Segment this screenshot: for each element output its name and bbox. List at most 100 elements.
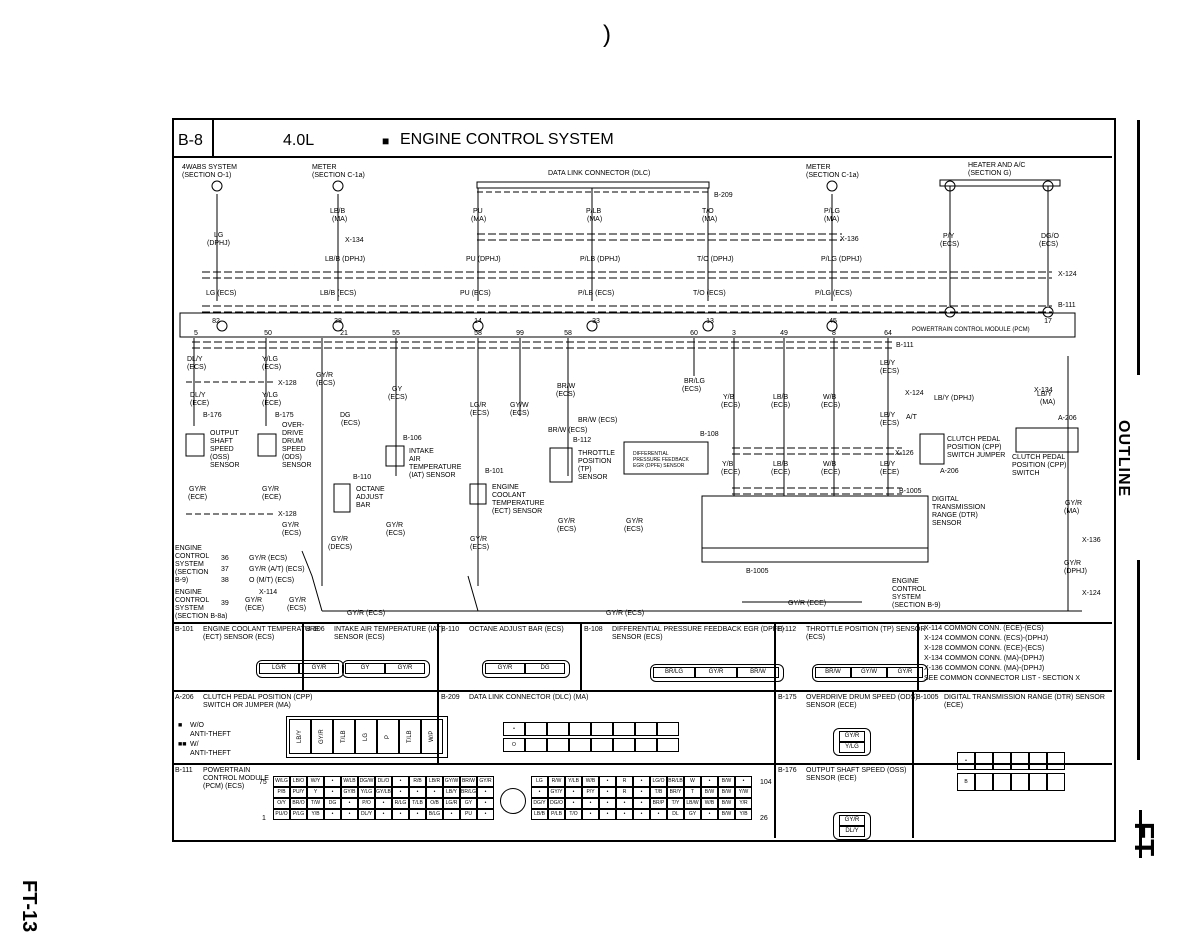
connector-pin: GY/R <box>839 731 865 742</box>
wire-label: X-136 <box>840 236 859 243</box>
wire-label: T/O <box>702 208 714 215</box>
pcm-pin-cell: • <box>409 787 426 798</box>
pcm-pin-cell: • <box>375 809 392 820</box>
wire-label: (ECS) <box>682 386 702 393</box>
panel-divider <box>912 690 914 838</box>
dlc-pin-cell <box>569 722 591 736</box>
wire-label: (ECS) <box>282 530 302 537</box>
wire-label: (ECS) <box>316 380 336 387</box>
source-meter-2-section: (SECTION C-1a) <box>806 172 859 179</box>
dtr-pin-cell <box>975 752 993 770</box>
pcm-pin-cell: R/LG <box>392 798 409 809</box>
wire-label: LB/B (DPHJ) <box>325 256 366 263</box>
pcm-pin-cell: • <box>392 787 409 798</box>
wire-label: (ECE) <box>821 469 841 476</box>
source-heater-section: (SECTION G) <box>968 170 1012 177</box>
wire-label: (ECS) <box>341 420 361 427</box>
connector-name: CLUTCH PEDAL POSITION (CPP) SWITCH OR JU… <box>203 694 313 709</box>
pcm-pin-cell: • <box>477 809 494 820</box>
wire-label: LG <box>214 232 224 239</box>
wire-label: PU (DPHJ) <box>466 256 501 263</box>
wire-label: X-136 <box>1082 537 1101 544</box>
dlc-pin-cell <box>591 722 613 736</box>
wire-label: B-106 <box>403 435 422 442</box>
pcm-pin-cell: B/LG <box>426 809 443 820</box>
pcm-pin-cell: • <box>531 787 548 798</box>
pcm-pin-cell: • <box>324 776 341 787</box>
wire-label: DL/Y <box>190 392 206 399</box>
pcm-pin-cell: P/B <box>273 787 290 798</box>
pcm-pin: 14 <box>474 318 482 325</box>
section-tab: FT <box>1129 822 1160 857</box>
connector-name: OCTANE ADJUST BAR (ECS) <box>469 626 564 633</box>
source-meter-section: (SECTION C-1a) <box>312 172 365 179</box>
ecs-wire-label: LG (ECS) <box>206 290 237 297</box>
dtr-pin-cell <box>1029 752 1047 770</box>
wire-label: LB/B <box>330 208 346 215</box>
wire-label: B-112 <box>573 437 592 444</box>
pcm-pin-cell: B/W <box>718 798 735 809</box>
wire-label: (ECS) <box>1039 241 1059 248</box>
wire-label: X-128 <box>278 380 297 387</box>
pcm-pin-cell: Y <box>307 787 324 798</box>
panel-divider <box>437 690 439 763</box>
wire-label: Y/LG <box>262 392 278 399</box>
pcm-pin: 99 <box>516 330 524 337</box>
pcm-pin-cell: • <box>477 787 494 798</box>
ground-wire-label: GY/R (ECS) <box>347 610 386 617</box>
pcm-pin-cell: Y/W <box>735 787 752 798</box>
pcm-pin-cell: GY <box>460 798 477 809</box>
dlc-pin-cell <box>657 738 679 752</box>
pcm-pin: 45 <box>829 318 837 325</box>
pcm-grid-number: 1 <box>262 815 266 822</box>
source-meter-2: METER <box>806 164 831 171</box>
pcm-pin-cell: Y/LB <box>565 776 582 787</box>
connector-pin: GY/R <box>299 663 339 674</box>
wire-label: P/LB <box>586 208 602 215</box>
pcm-pin-cell: P/LB <box>548 809 565 820</box>
pcm-pin: 8 <box>832 330 836 337</box>
connector-id: B-209 <box>441 694 460 701</box>
pcm-pin-cell: BR/LB <box>667 776 684 787</box>
connector-pin: GY/W <box>851 667 887 678</box>
wire-label: GY/W <box>510 402 529 409</box>
connector-pin: GY/R <box>385 663 425 674</box>
wire-label: B-175 <box>275 412 294 419</box>
dtr-pin-cell: • <box>957 752 975 770</box>
pcm-pin-cell: GY/Y <box>548 787 565 798</box>
wire-label: (ECS) <box>557 526 577 533</box>
dlc-pin-cell <box>613 738 635 752</box>
ecs-wire-label: LB/B (ECS) <box>320 290 357 297</box>
dtr-pin-cell <box>993 752 1011 770</box>
wire-label: (MA) <box>1040 399 1056 406</box>
pcm-pin-cell: • <box>633 798 650 809</box>
wire-label: GY/R <box>282 522 300 529</box>
source-4wabs-section: (SECTION O-1) <box>182 172 232 179</box>
pcm-pin-cell: • <box>582 798 599 809</box>
dlc-pin-cell <box>547 722 569 736</box>
pcm-pin-cell: DG <box>324 798 341 809</box>
pcm-pin-cell: T/LB <box>409 798 426 809</box>
pcm-pin-cell: DL/O <box>375 776 392 787</box>
wire-label: GY/R <box>626 518 644 525</box>
connector-body <box>256 660 344 678</box>
panel-divider <box>437 622 439 690</box>
pcm-pin-cell: LB/W <box>684 798 701 809</box>
pcm-pin-cell: T/O <box>565 809 582 820</box>
dlc-pin-cell <box>635 722 657 736</box>
wire-label: BR/W (ECS) <box>578 417 618 424</box>
pcm-pin-cell: • <box>633 809 650 820</box>
wire-label: P/LB (DPHJ) <box>580 256 621 263</box>
wire-label: GY <box>392 386 403 393</box>
pcm-pin-cell: LB/O <box>290 776 307 787</box>
pcm-pin: 49 <box>780 330 788 337</box>
wire-label: Y/B <box>723 394 735 401</box>
pcm-pin-cell: BR/Y <box>667 787 684 798</box>
pcm-pin-cell: BR/P <box>650 798 667 809</box>
dlc-pin-cell: • <box>503 722 525 736</box>
wire-label: P/LG (DPHJ) <box>821 256 862 263</box>
connector-body <box>342 660 430 678</box>
section-id: B-8 <box>178 132 203 149</box>
wire-label: X-134 <box>345 237 364 244</box>
pcm-pin: 5 <box>194 330 198 337</box>
